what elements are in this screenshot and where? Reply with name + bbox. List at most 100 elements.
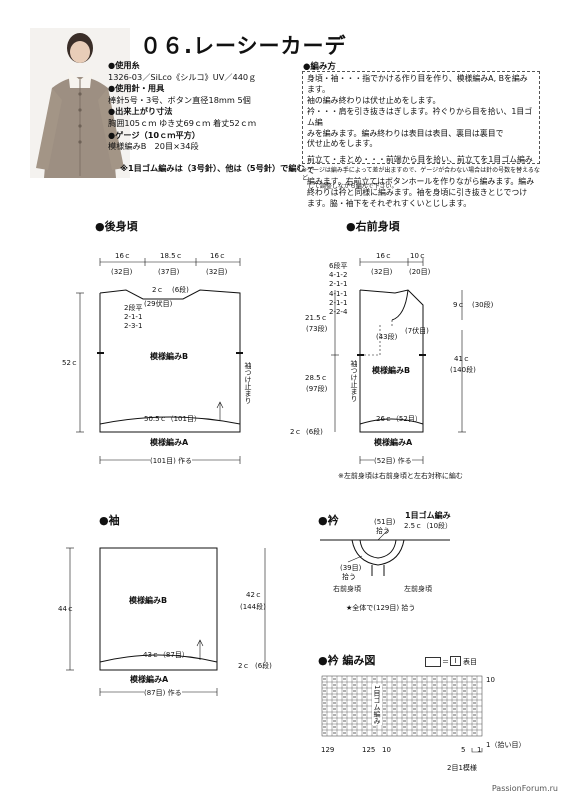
- front-pattern-a: 模様編みA: [374, 438, 413, 447]
- sleeve-upper-height: 42ｃ: [246, 591, 262, 599]
- front-top-rows: (20目): [409, 268, 431, 276]
- dec-line: 2-2-4: [329, 308, 348, 317]
- yarn-heading: ●使用糸: [108, 60, 140, 70]
- legend-box: [425, 657, 441, 667]
- sleeve-hem-depth: 2ｃ: [238, 662, 250, 670]
- chart-col-label: 129: [321, 746, 335, 754]
- model-photo: [30, 28, 130, 178]
- gauge-footnote: ※ゲージは編み手によって差が出ますので、ゲージが合わない場合は針の号数を替えるな…: [302, 167, 540, 191]
- howto-line: 編みます。右前立てはボタンホールを作りながら編みます。編み: [307, 177, 535, 187]
- collar-total: ★全体で(129目) 拾う: [346, 604, 416, 612]
- back-bottom-width: 50.5ｃ（101目）: [144, 415, 201, 423]
- howto-line: 衿・・・肩を引き抜きはぎします。衿ぐりから目を拾い、1目ゴム編: [307, 106, 533, 127]
- chart-repeat: 2目1模様: [447, 764, 477, 772]
- legend-knit-symbol: Ⅰ: [450, 656, 461, 666]
- dec-line: 6段平: [329, 262, 348, 270]
- chart-col-label: 10: [382, 746, 391, 754]
- chart-row-top: 10: [486, 676, 495, 684]
- sleeve-height: 44ｃ: [58, 605, 74, 613]
- dec-line: 2-3-1: [124, 322, 143, 330]
- dec-line: 2-1-1: [329, 298, 348, 307]
- collar-rib-label: 1目ゴム編み: [405, 511, 451, 520]
- front-upper-height: 21.5ｃ: [305, 314, 328, 322]
- chart-col-label: 125: [362, 746, 376, 754]
- howto-line: 終わりは衿と同様に編みます。袖を身頃に引き抜きとじでつけ: [307, 188, 528, 198]
- yarn-value: 1326-03／SiLco《シルコ》UV／440ｇ: [108, 71, 257, 82]
- front-neck-dec: 6段平 4-1-2 2-1-1 4-1-1 2-1-1 2-2-4: [329, 262, 347, 317]
- front-top-width: 16ｃ: [376, 252, 392, 260]
- sleeve-outline: [99, 547, 218, 671]
- front-bottom-width: 26ｃ（52目）: [376, 415, 422, 423]
- chart-col-label: 5: [461, 746, 466, 754]
- back-pattern-b: 模様編みB: [150, 352, 189, 361]
- needle-note: ※1目ゴム編みは（3号針）、他は（5号針）で編む: [120, 163, 305, 173]
- collar-pick-39-b: 拾う: [342, 573, 356, 581]
- footnote-line: ※ゲージは編み手によって差が出ますので、ゲージが合わない場合は針の号数を替えるな…: [302, 167, 540, 182]
- sleeve-upper-rows: (144段): [240, 603, 266, 611]
- chart-heading: ●衿 編み図: [318, 654, 376, 667]
- chart-col-label: 1: [477, 746, 482, 754]
- front-lower-height: 28.5ｃ: [305, 374, 328, 382]
- front-top-rows: (32目): [371, 268, 393, 276]
- legend-label: 表目: [463, 658, 477, 666]
- dec-line: 4-1-2: [329, 271, 348, 280]
- howto-line: 身頃・袖・・・指でかける作り目を作り、模様編みA, Bを編みます。: [307, 74, 528, 94]
- back-top-rows: (32目): [111, 268, 133, 276]
- back-neck-depth: 2ｃ: [152, 286, 164, 294]
- front-hem-rows: (6段): [306, 428, 323, 436]
- watermark: PassionForum.ru: [491, 784, 558, 793]
- front-sleeve-mark: 袖つけ止まり: [350, 360, 358, 402]
- front-upper-rows: (73段): [306, 325, 328, 333]
- collar-right-front: 右前身頃: [333, 585, 361, 593]
- back-top-width: 18.5ｃ: [160, 252, 183, 260]
- front-body-outline: [359, 289, 424, 433]
- front-lower-rows: (97段): [306, 385, 328, 393]
- front-neck-7: (7伏目): [405, 327, 429, 335]
- size-value: 胸囲105ｃｍ ゆき丈69ｃｍ 着丈52ｃｍ: [108, 117, 257, 128]
- front-side-height: 41ｃ: [454, 355, 470, 363]
- sleeve-hem-rows: (6段): [255, 662, 272, 670]
- front-top-width: 10ｃ: [410, 252, 426, 260]
- front-cast-on: (52目) 作る: [374, 456, 412, 466]
- back-sleeve-mark: 袖つけ止まり: [244, 362, 252, 404]
- chart-row-bottom: 1（拾い目）: [486, 741, 526, 749]
- size-heading: ●出来上がり寸法: [108, 106, 173, 117]
- front-side-rows: (140段): [450, 366, 476, 374]
- sleeve-pattern-a: 模様編みA: [130, 675, 169, 684]
- back-top-rows: (32目): [206, 268, 228, 276]
- back-height: 52ｃ: [62, 359, 78, 367]
- footnote-line: して調整しながら編んで下さい。: [302, 183, 398, 190]
- front-pattern-b: 模様編みB: [372, 366, 411, 375]
- howto-line: ます。脇・袖下をそれぞれすくいとじします。: [307, 198, 472, 208]
- howto-line: 伏せ止めをします。: [307, 139, 378, 149]
- back-pattern-a: 模様編みA: [150, 438, 189, 447]
- back-shoulder-dec: 2段平 2-1-1 2-3-1: [124, 304, 142, 331]
- dec-line: 2段平: [124, 304, 143, 312]
- front-neck-depth: 9ｃ: [453, 301, 465, 309]
- howto-line: 袖の編み終わりは伏せ止めをします。: [307, 95, 441, 105]
- back-neck-rows: (6段): [172, 286, 189, 294]
- spec-block: ●使用糸 1326-03／SiLco《シルコ》UV／440ｇ ●使用針・用具 棒…: [108, 60, 313, 153]
- dec-line: 2-1-1: [124, 313, 143, 321]
- back-body-outline: [99, 289, 241, 433]
- howto-line: 前立て・まとめ・・・前端から目を拾い、前立てを1目ゴム編みで: [307, 155, 533, 176]
- collar-heading: ●衿: [318, 514, 339, 527]
- howto-box: 身頃・袖・・・指でかける作り目を作り、模様編みA, Bを編みます。 袖の編み終わ…: [302, 71, 540, 208]
- dec-line: 4-1-1: [329, 289, 348, 298]
- back-neck-stitch: (29伏目): [144, 300, 173, 308]
- legend-eq: ＝: [442, 658, 449, 666]
- pattern-title: ０６.レーシーカーデ: [140, 34, 347, 58]
- back-top-width: 16ｃ: [115, 252, 131, 260]
- collar-pick-51-b: 拾う: [376, 527, 390, 535]
- dec-line: 2-1-1: [329, 280, 348, 289]
- gauge-heading: ●ゲージ（10ｃｍ平方）: [108, 129, 201, 140]
- front-hem-depth: 2ｃ: [290, 428, 302, 436]
- back-top-width: 16ｃ: [210, 252, 226, 260]
- tools-value: 棒針5号・3号、ボタン直径18mm 5個: [108, 94, 251, 105]
- collar-rib-size: 2.5ｃ（10段）: [404, 522, 453, 530]
- front-note: ※左前身頃は右前身頃と左右対称に編む: [338, 472, 463, 480]
- collar-outline: [320, 539, 450, 576]
- howto-heading: ●編み方: [303, 62, 336, 72]
- chart-center-label: 1目ゴム編み: [372, 684, 382, 726]
